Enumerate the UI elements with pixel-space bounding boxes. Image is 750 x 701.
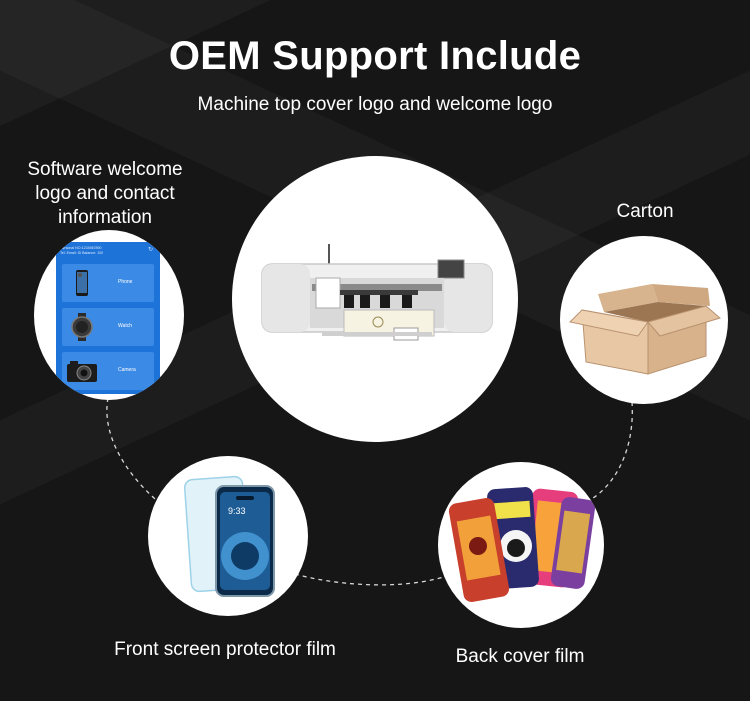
wifi-icon: ◠	[59, 247, 65, 253]
app-row-label: Watch	[118, 323, 132, 329]
app-screen: Personal NO:1234567890 Tel: Email: ID Ba…	[56, 242, 160, 394]
front-film-label: Front screen protector film	[114, 639, 336, 660]
cutting-machine-image	[261, 244, 493, 341]
software-label-line: logo and contact	[35, 183, 175, 204]
cutting-machine-circle	[232, 156, 518, 442]
app-header-line: Personal NO:1234567890	[60, 246, 102, 250]
software-label-line: information	[58, 207, 152, 228]
phone-icon	[76, 270, 88, 296]
page-title: OEM Support Include	[168, 34, 582, 78]
front-film-circle: 9:33	[148, 456, 308, 616]
connector-front-back	[294, 573, 451, 586]
carton-circle	[560, 236, 728, 404]
software-label-line: Software welcome	[27, 159, 183, 180]
carton-label: Carton	[616, 201, 674, 222]
app-header-line: Tel: Email: ID Balance: 100	[60, 251, 104, 255]
phone-clock-text: 9:33	[228, 506, 246, 516]
back-film-circle	[438, 462, 604, 628]
software-screen-circle: Personal NO:1234567890 Tel: Email: ID Ba…	[34, 230, 184, 400]
app-row[interactable]: Phone	[62, 264, 154, 302]
phone-with-film-image: 9:33	[183, 475, 275, 597]
app-row[interactable]: Watch	[62, 308, 154, 346]
app-row-label: Phone	[118, 279, 133, 285]
phone-cases-image	[448, 487, 596, 602]
watch-icon	[71, 313, 93, 341]
refresh-icon: ↻	[148, 247, 154, 253]
camera-icon	[67, 361, 97, 382]
app-screen-header: Personal NO:1234567890 Tel: Email: ID Ba…	[60, 246, 156, 256]
connector-software-front	[106, 397, 163, 506]
app-row[interactable]: Camera	[62, 352, 154, 390]
page-subtitle: Machine top cover logo and welcome logo	[197, 94, 553, 115]
carton-box-image	[568, 284, 722, 375]
software-label: Software welcome logo and contact inform…	[10, 158, 200, 230]
back-film-label: Back cover film	[455, 646, 585, 667]
app-row-label: Camera	[118, 367, 136, 373]
